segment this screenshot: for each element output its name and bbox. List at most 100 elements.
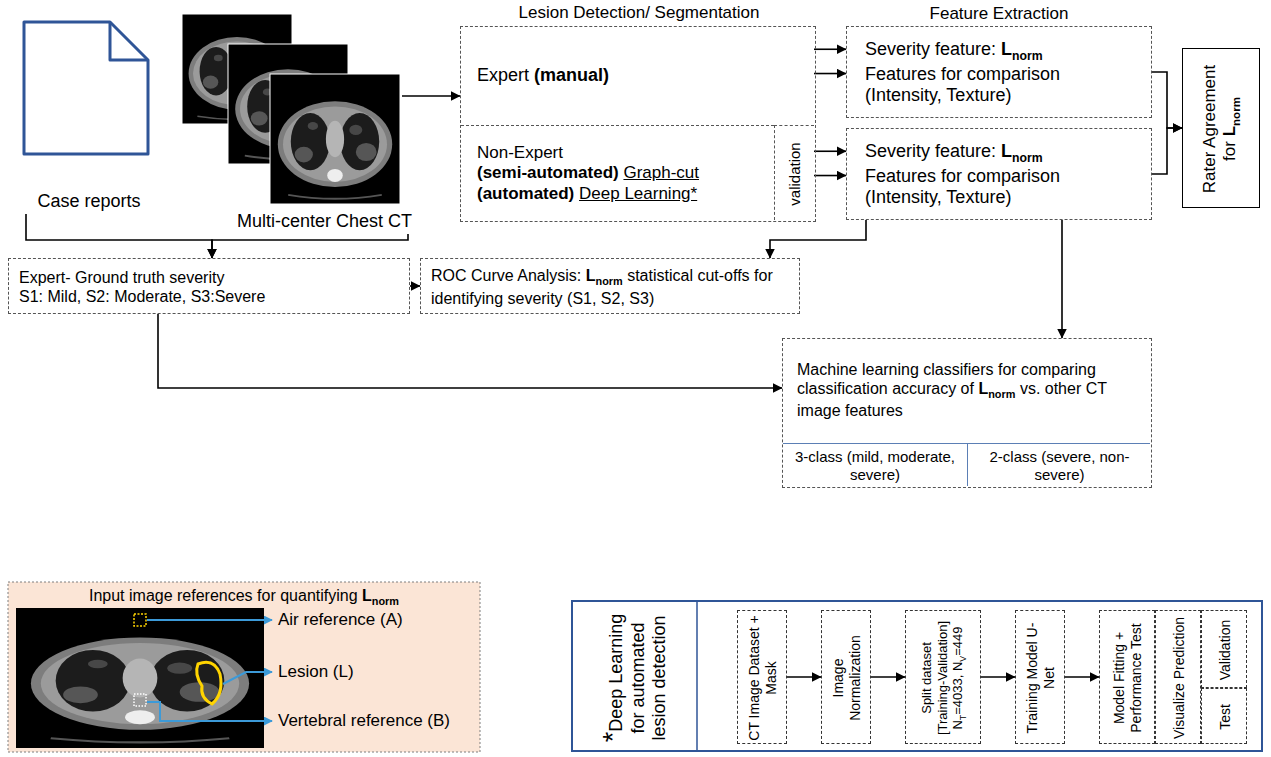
lesion-outline [197, 662, 221, 704]
node-text: L [978, 380, 988, 397]
node-text: L [1221, 126, 1240, 136]
connector-arrow [814, 48, 846, 50]
connector-arrow [787, 676, 821, 678]
node-text: Training Model U-Net [1024, 623, 1057, 734]
ground-truth-box: Expert- Ground truth severityS1: Mild, S… [8, 258, 410, 314]
vertebral-roi [134, 694, 146, 706]
text-frame: Expert- Ground truth severityS1: Mild, S… [9, 259, 411, 315]
text-frame: Non-Expert(semi-automated)Graph-cut(auto… [461, 126, 774, 221]
pipeline-step: Validation [1201, 610, 1247, 688]
node-text: Features for comparison (Intensity, Text… [865, 166, 1060, 208]
connector-arrow [158, 314, 782, 388]
free-label: Feature Extraction [846, 4, 1152, 24]
node-text: V [958, 656, 968, 662]
text-block: Non-Expert(semi-automated)Graph-cut(auto… [477, 143, 699, 204]
feature-box: Severity feature:LnormFeatures for compa… [846, 128, 1152, 220]
connector-arrow [871, 676, 905, 678]
text-frame: Image Normalization [830, 615, 864, 741]
node-text: L [362, 587, 372, 604]
node-text: Severity feature: [865, 39, 996, 59]
node-text: Non-Expert [477, 143, 563, 162]
expert-cell: Expert(manual) [461, 27, 814, 125]
label-text: Feature Extraction [930, 4, 1069, 23]
node-text: Model Fitting + Performance Test [1111, 623, 1144, 732]
connector-arrow [410, 285, 420, 287]
node-text: Deep Learning for automated lesion detec… [606, 614, 669, 741]
text-frame: 2-class (severe, non-severe) [968, 444, 1151, 487]
node-text: Severity feature: [865, 141, 996, 161]
node-text: CT Image Dataset + Mask [746, 615, 779, 740]
ct-stack-node: Multi-center Chest CT [176, 12, 412, 234]
feature-box: Severity feature:LnormFeatures for compa… [846, 26, 1152, 118]
node-text: validation [786, 142, 803, 205]
text-frame: Expert(manual) [461, 27, 814, 125]
connector-arrow [981, 676, 1015, 678]
text-block: 2-class (severe, non-severe) [974, 448, 1145, 483]
ct-slice-edge [270, 74, 400, 204]
text-frame: Model Fitting + Performance Test [1111, 615, 1145, 741]
node-text: 2-class (severe, non-severe) [989, 448, 1129, 482]
text-block: Expert(manual) [477, 65, 609, 87]
connector-arrow [1065, 676, 1099, 678]
node-text: norm [988, 388, 1015, 400]
node-text: norm [1230, 97, 1242, 126]
document-icon [24, 22, 148, 154]
node-text: Graph-cut [623, 163, 699, 182]
text-block: Input image references for quantifyingLn… [89, 586, 399, 608]
leader-arrow [147, 619, 272, 621]
node-text: (automated) [477, 184, 574, 203]
node-text: Features for comparison (Intensity, Text… [865, 64, 1060, 106]
ct-slice [270, 74, 400, 204]
text-frame: CT Image Dataset + Mask [746, 615, 780, 741]
leader-arrow [147, 702, 272, 721]
text-frame: Case reports [14, 190, 164, 214]
text-frame: 3-class (mild, moderate, severe) [783, 444, 967, 487]
pipeline-step: Test [1201, 688, 1247, 744]
node-text: Test [1217, 704, 1233, 730]
node-text: L [586, 267, 596, 284]
node-text: Image Normalization [830, 635, 863, 721]
node-text: =4033, N [950, 662, 965, 715]
ct-reference-image [16, 608, 264, 748]
connector-arrow [814, 175, 846, 177]
node-text: Deep Learning* [579, 184, 697, 203]
node-text: Multi-center Chest CT [237, 211, 412, 231]
node-text: Expert- Ground truth severity [19, 269, 224, 286]
text-block: ROC Curve Analysis:Lnormstatistical cut-… [431, 266, 791, 307]
divider-line [696, 602, 698, 750]
text-frame: Machine learning classifiers for compari… [783, 339, 1153, 441]
deep-learning-box: *Deep Learning for automated lesion dete… [571, 600, 1263, 752]
agreement-box: Rater Agreement forLnorm [1182, 48, 1260, 208]
text-frame: Severity feature:LnormFeatures for compa… [847, 27, 1153, 119]
node-text: Expert [477, 65, 529, 85]
node-text: S1: Mild, S2: Moderate, S3:Severe [19, 288, 265, 305]
class-cell: 2-class (severe, non-severe) [967, 443, 1150, 486]
node-text: Split dataset [919, 642, 934, 714]
document-fold [110, 22, 148, 60]
node-text: 3-class (mild, moderate, severe) [795, 448, 955, 482]
connector-arrow [212, 234, 408, 258]
free-label: Lesion (L) [278, 662, 354, 682]
text-frame: Rater Agreement forLnorm [1200, 53, 1244, 205]
pipeline-step: Image Normalization [821, 610, 871, 744]
text-block: 3-class (mild, moderate, severe) [789, 448, 961, 483]
pipeline-step: Visualize Prediction [1155, 610, 1201, 744]
connector-arrow [402, 95, 460, 97]
text-block: Case reports [37, 191, 140, 213]
segmentation-box: Lesion Detection/ SegmentationExpert(man… [460, 26, 816, 222]
text-frame: Split dataset[Training-Validation]NT=403… [919, 615, 968, 741]
text-frame: Validation [1217, 615, 1234, 685]
pipeline-step: Split dataset[Training-Validation]NT=403… [905, 610, 981, 744]
text-frame: Severity feature:LnormFeatures for compa… [847, 129, 1153, 221]
document-node: Case reports [14, 14, 164, 214]
node-text: =449 [950, 626, 965, 655]
connector-arrow [26, 214, 212, 258]
air-roi [134, 614, 146, 626]
node-text: N [950, 720, 965, 729]
node-text: norm [596, 275, 623, 287]
pipeline-step: Model Fitting + Performance Test [1099, 610, 1155, 744]
text-block: Multi-center Chest CT [237, 211, 412, 233]
pipeline-step: Training Model U-Net [1015, 610, 1065, 744]
label-text: Lesion (L) [278, 662, 354, 681]
